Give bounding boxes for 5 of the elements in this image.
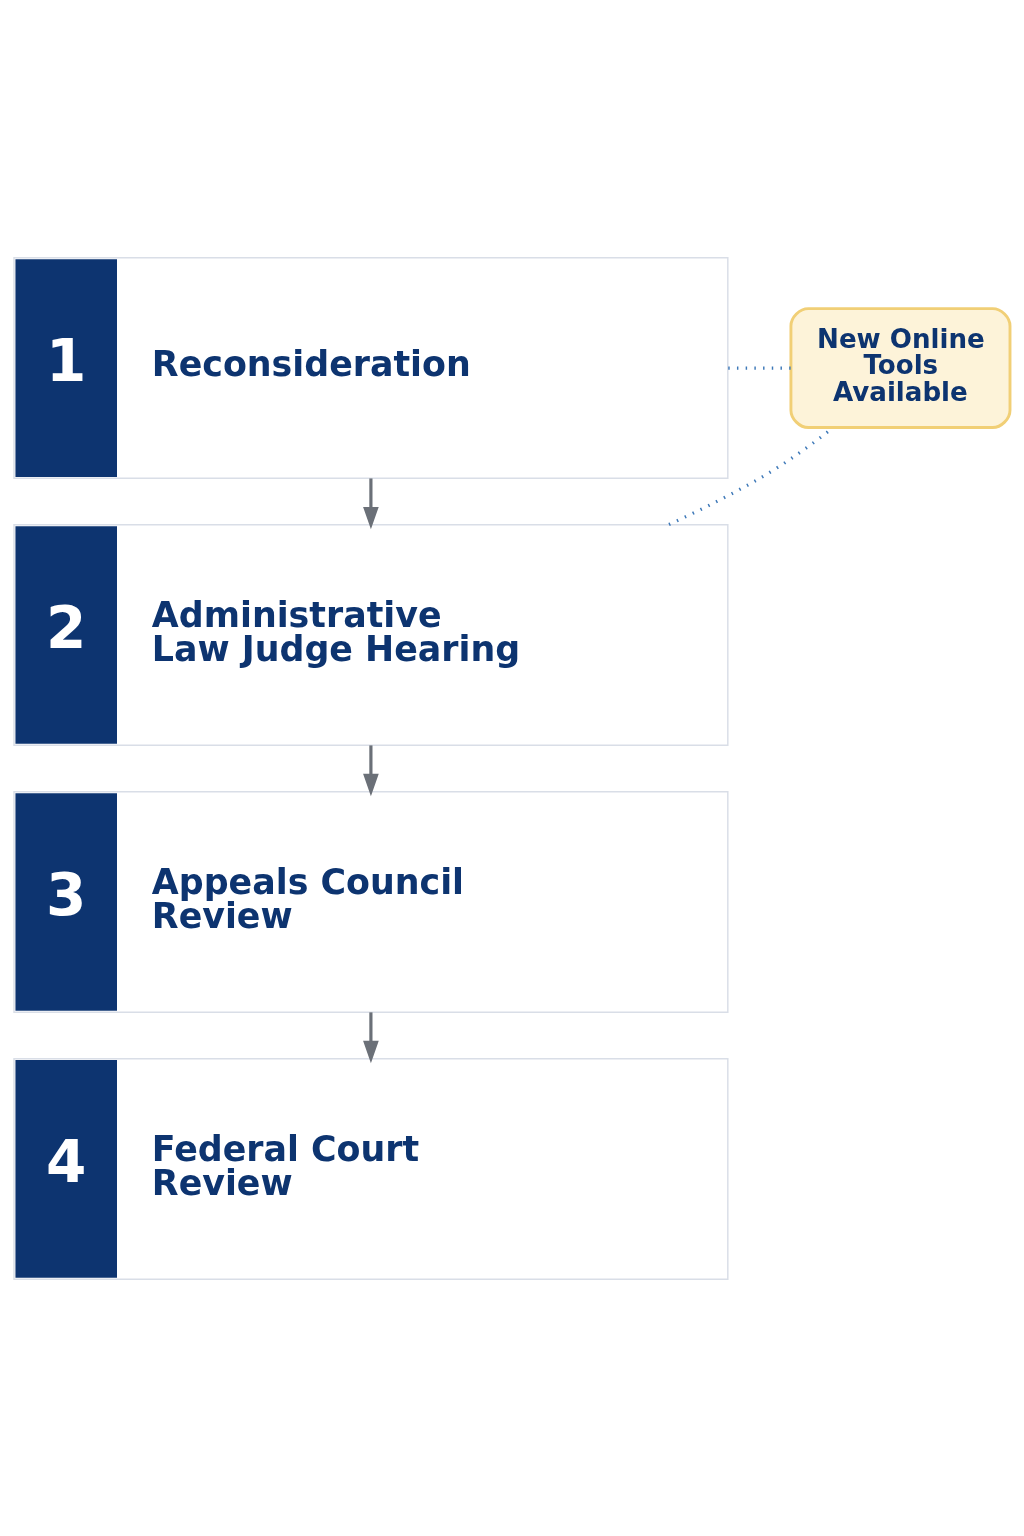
arrow [363, 744, 379, 796]
node-box: New Online Tools Available [789, 306, 1012, 429]
arrow [363, 477, 379, 529]
connector [728, 365, 791, 370]
arrow [363, 1011, 379, 1063]
